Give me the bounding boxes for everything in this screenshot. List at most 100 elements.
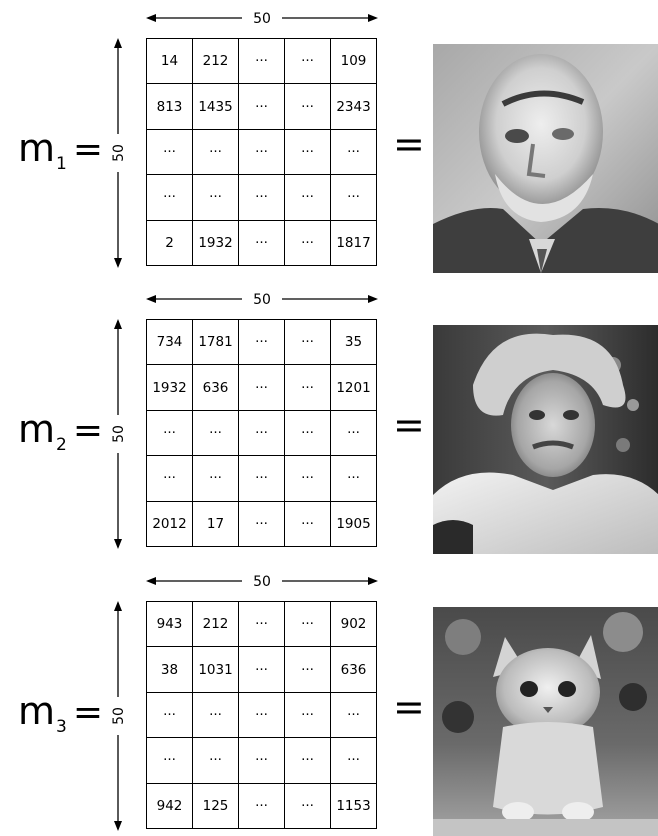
photo-graphic xyxy=(433,325,658,554)
matrix-row: 1932 636 ··· ··· 1201 xyxy=(146,364,377,411)
width-label: 50 xyxy=(253,11,271,27)
matrix-cell: ··· xyxy=(284,455,331,502)
matrix-cell: 1153 xyxy=(330,782,377,830)
matrix-cell: 902 xyxy=(330,600,377,648)
matrix-cell: 38 xyxy=(146,646,193,693)
matrix-cell: ··· xyxy=(146,455,193,502)
matrix-cell: 636 xyxy=(192,364,239,411)
matrix-cell: ··· xyxy=(284,174,331,221)
matrix-cell: ··· xyxy=(284,37,331,85)
matrix-cell: ··· xyxy=(284,782,331,830)
matrix-name: m xyxy=(18,689,56,733)
matrix-label-m1: m1= xyxy=(18,128,103,176)
kitten-photo xyxy=(433,607,658,836)
matrix-cell: ··· xyxy=(330,455,377,502)
matrix-cell: 2343 xyxy=(330,83,377,130)
matrix-row: ··· ··· ··· ··· ··· xyxy=(146,409,377,457)
matrix-cell: ··· xyxy=(284,646,331,693)
right-equals-sign: = xyxy=(393,685,425,729)
pixel-matrix-2: 734 1781 ··· ··· 35 1932 636 ··· ··· 120… xyxy=(146,318,377,548)
matrix-row: 943 212 ··· ··· 902 xyxy=(146,600,377,648)
photo-graphic xyxy=(433,44,658,273)
matrix-name: m xyxy=(18,126,56,170)
matrix-cell: ··· xyxy=(284,219,331,267)
height-dimension-arrow: 50 xyxy=(111,319,127,549)
matrix-cell: 1781 xyxy=(192,318,239,366)
height-dimension-arrow: 50 xyxy=(111,601,127,831)
width-label: 50 xyxy=(253,292,271,308)
matrix-cell: ··· xyxy=(330,128,377,176)
matrix-block-2: 50 50 m2= 734 1781 ··· ··· 35 1932 636 ·… xyxy=(0,281,658,554)
matrix-cell: 109 xyxy=(330,37,377,85)
matrix-cell: ··· xyxy=(238,782,285,830)
width-dimension-arrow: 50 xyxy=(146,574,378,590)
matrix-cell: ··· xyxy=(238,500,285,548)
matrix-cell: ··· xyxy=(238,600,285,648)
matrix-cell: ··· xyxy=(284,409,331,457)
matrix-cell: ··· xyxy=(330,691,377,739)
matrix-cell: ··· xyxy=(238,737,285,784)
matrix-cell: 1905 xyxy=(330,500,377,548)
height-label: 50 xyxy=(111,144,127,162)
matrix-cell: ··· xyxy=(284,737,331,784)
pixel-matrix-3: 943 212 ··· ··· 902 38 1031 ··· ··· 636 … xyxy=(146,600,377,830)
matrix-block-1: 50 50 m1= 14 212 ··· ··· 109 813 1435 ··… xyxy=(0,0,658,273)
height-label: 50 xyxy=(111,425,127,443)
matrix-row: 734 1781 ··· ··· 35 xyxy=(146,318,377,366)
matrix-cell: 17 xyxy=(192,500,239,548)
photo-graphic xyxy=(433,607,658,836)
matrix-cell: 734 xyxy=(146,318,193,366)
matrix-cell: ··· xyxy=(284,128,331,176)
matrix-cell: ··· xyxy=(192,128,239,176)
matrix-cell: ··· xyxy=(238,409,285,457)
matrix-cell: ··· xyxy=(192,409,239,457)
right-equals-sign: = xyxy=(393,122,425,166)
matrix-subscript: 2 xyxy=(56,435,67,455)
matrix-cell: ··· xyxy=(238,646,285,693)
matrix-cell: ··· xyxy=(284,500,331,548)
matrix-row: 14 212 ··· ··· 109 xyxy=(146,37,377,85)
matrix-cell: ··· xyxy=(238,83,285,130)
left-equals-sign: = xyxy=(72,410,104,451)
matrix-cell: ··· xyxy=(330,737,377,784)
matrix-cell: ··· xyxy=(192,691,239,739)
matrix-cell: ··· xyxy=(284,691,331,739)
matrix-cell: ··· xyxy=(238,174,285,221)
matrix-row: ··· ··· ··· ··· ··· xyxy=(146,737,377,784)
matrix-cell: ··· xyxy=(238,219,285,267)
matrix-row: 38 1031 ··· ··· 636 xyxy=(146,646,377,693)
matrix-cell: ··· xyxy=(238,318,285,366)
matrix-label-m2: m2= xyxy=(18,409,103,457)
matrix-cell: 1201 xyxy=(330,364,377,411)
matrix-cell: ··· xyxy=(284,83,331,130)
matrix-cell: 14 xyxy=(146,37,193,85)
height-dimension-arrow: 50 xyxy=(111,38,127,268)
matrix-row: 942 125 ··· ··· 1153 xyxy=(146,782,377,830)
matrix-cell: 2012 xyxy=(146,500,193,548)
matrix-subscript: 3 xyxy=(56,717,67,737)
matrix-cell: 212 xyxy=(192,37,239,85)
matrix-cell: 636 xyxy=(330,646,377,693)
matrix-cell: ··· xyxy=(284,364,331,411)
matrix-row: ··· ··· ··· ··· ··· xyxy=(146,455,377,502)
pixel-matrix-1: 14 212 ··· ··· 109 813 1435 ··· ··· 2343… xyxy=(146,37,377,267)
matrix-name: m xyxy=(18,407,56,451)
matrix-cell: 813 xyxy=(146,83,193,130)
height-label: 50 xyxy=(111,707,127,725)
matrix-cell: ··· xyxy=(192,455,239,502)
matrix-cell: 943 xyxy=(146,600,193,648)
matrix-cell: ··· xyxy=(238,691,285,739)
matrix-cell: ··· xyxy=(330,409,377,457)
right-equals-sign: = xyxy=(393,403,425,447)
left-equals-sign: = xyxy=(72,129,104,170)
matrix-cell: ··· xyxy=(146,174,193,221)
matrix-row: ··· ··· ··· ··· ··· xyxy=(146,691,377,739)
matrix-cell: ··· xyxy=(330,174,377,221)
matrix-cell: 1435 xyxy=(192,83,239,130)
matrix-block-3: 50 50 m3 = 943 212 ··· ··· 902 38 1031 ··… xyxy=(0,563,658,836)
portrait-elderly-man-photo xyxy=(433,44,658,273)
matrix-cell: ··· xyxy=(146,691,193,739)
matrix-cell: ··· xyxy=(284,600,331,648)
matrix-cell: 942 xyxy=(146,782,193,830)
matrix-cell: 1031 xyxy=(192,646,239,693)
